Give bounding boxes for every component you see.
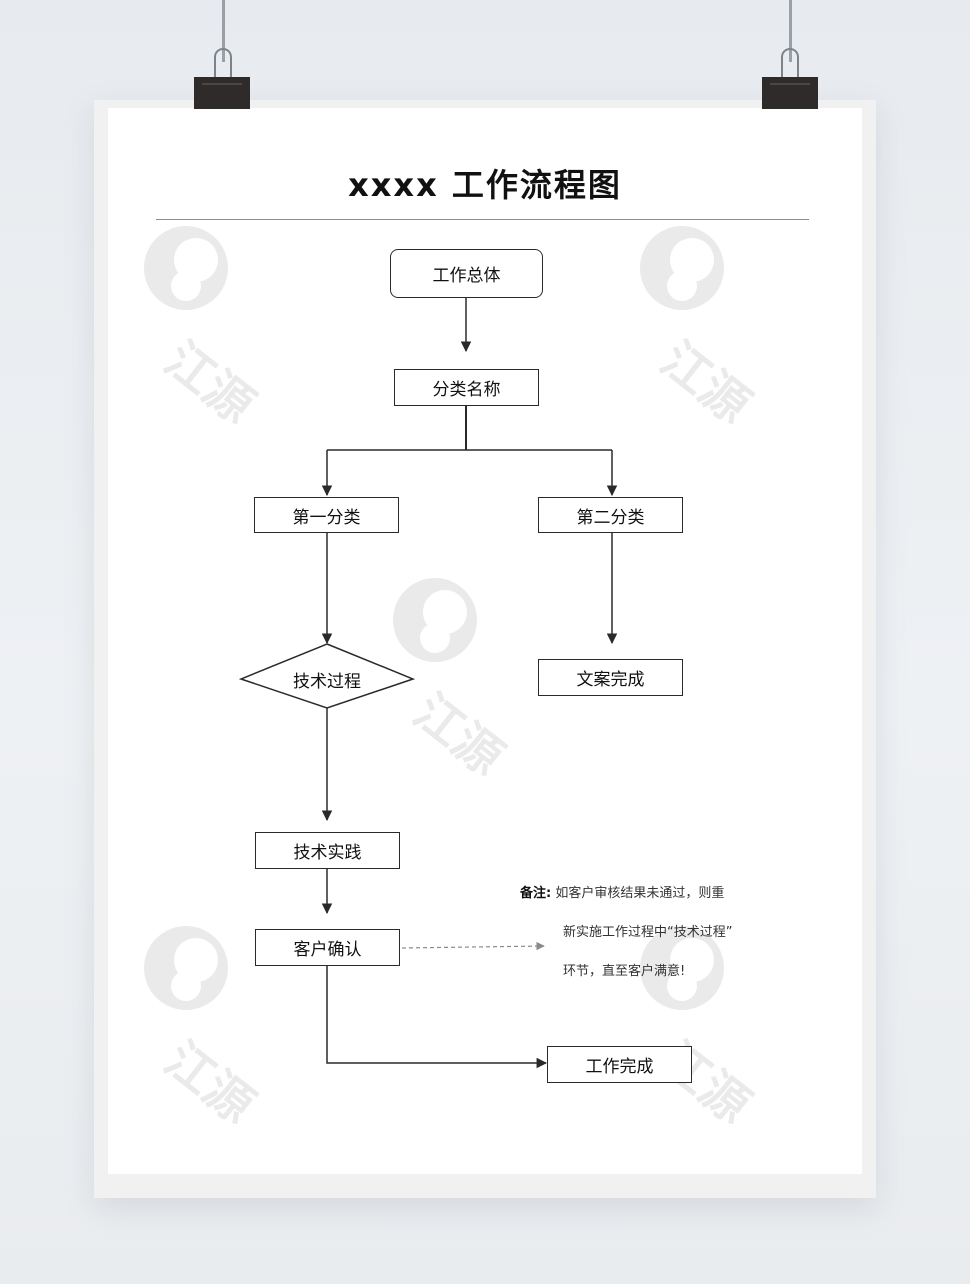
- remark-line-3: 环节，直至客户满意!: [520, 956, 758, 995]
- hanger-wire-left: [222, 0, 225, 62]
- page-title: xxxx 工作流程图: [348, 166, 622, 204]
- remark-line-1: 备注: 如客户审核结果未通过，则重: [520, 878, 758, 917]
- hanger-wire-right: [789, 0, 792, 62]
- node-work-overall: 工作总体: [390, 249, 543, 298]
- binder-clip-icon: [762, 77, 818, 109]
- clip-wire-left: [214, 48, 232, 82]
- node-copy-done: 文案完成: [538, 659, 683, 696]
- flow-connectors: [238, 298, 618, 1069]
- title-divider: [156, 219, 809, 220]
- connector-confirm-to-done: [326, 966, 548, 1069]
- remark-line-2: 新实施工作过程中“技术过程”: [520, 917, 758, 956]
- remark-label: 备注:: [520, 886, 552, 901]
- remark-text-2: 新实施工作过程中“技术过程”: [563, 925, 733, 940]
- remark-text-3: 环节，直至客户满意!: [563, 964, 686, 979]
- node-work-done: 工作完成: [547, 1046, 692, 1083]
- remark-text-1: 如客户审核结果未通过，则重: [555, 886, 725, 901]
- node-customer-confirm: 客户确认: [255, 929, 400, 966]
- node-first-category: 第一分类: [254, 497, 399, 533]
- node-second-category: 第二分类: [538, 497, 683, 533]
- node-category-name: 分类名称: [394, 369, 539, 406]
- node-technical-process: 技术过程: [293, 671, 361, 692]
- connector-confirm-to-note: [401, 941, 545, 951]
- remark-note: 备注: 如客户审核结果未通过，则重 新实施工作过程中“技术过程” 环节，直至客户…: [520, 878, 758, 995]
- poster: 江源 江源 江源 江源 江源 xxxx 工作流程图: [108, 108, 862, 1174]
- node-technical-practice: 技术实践: [255, 832, 400, 869]
- binder-clip-icon: [194, 77, 250, 109]
- clip-wire-right: [781, 48, 799, 82]
